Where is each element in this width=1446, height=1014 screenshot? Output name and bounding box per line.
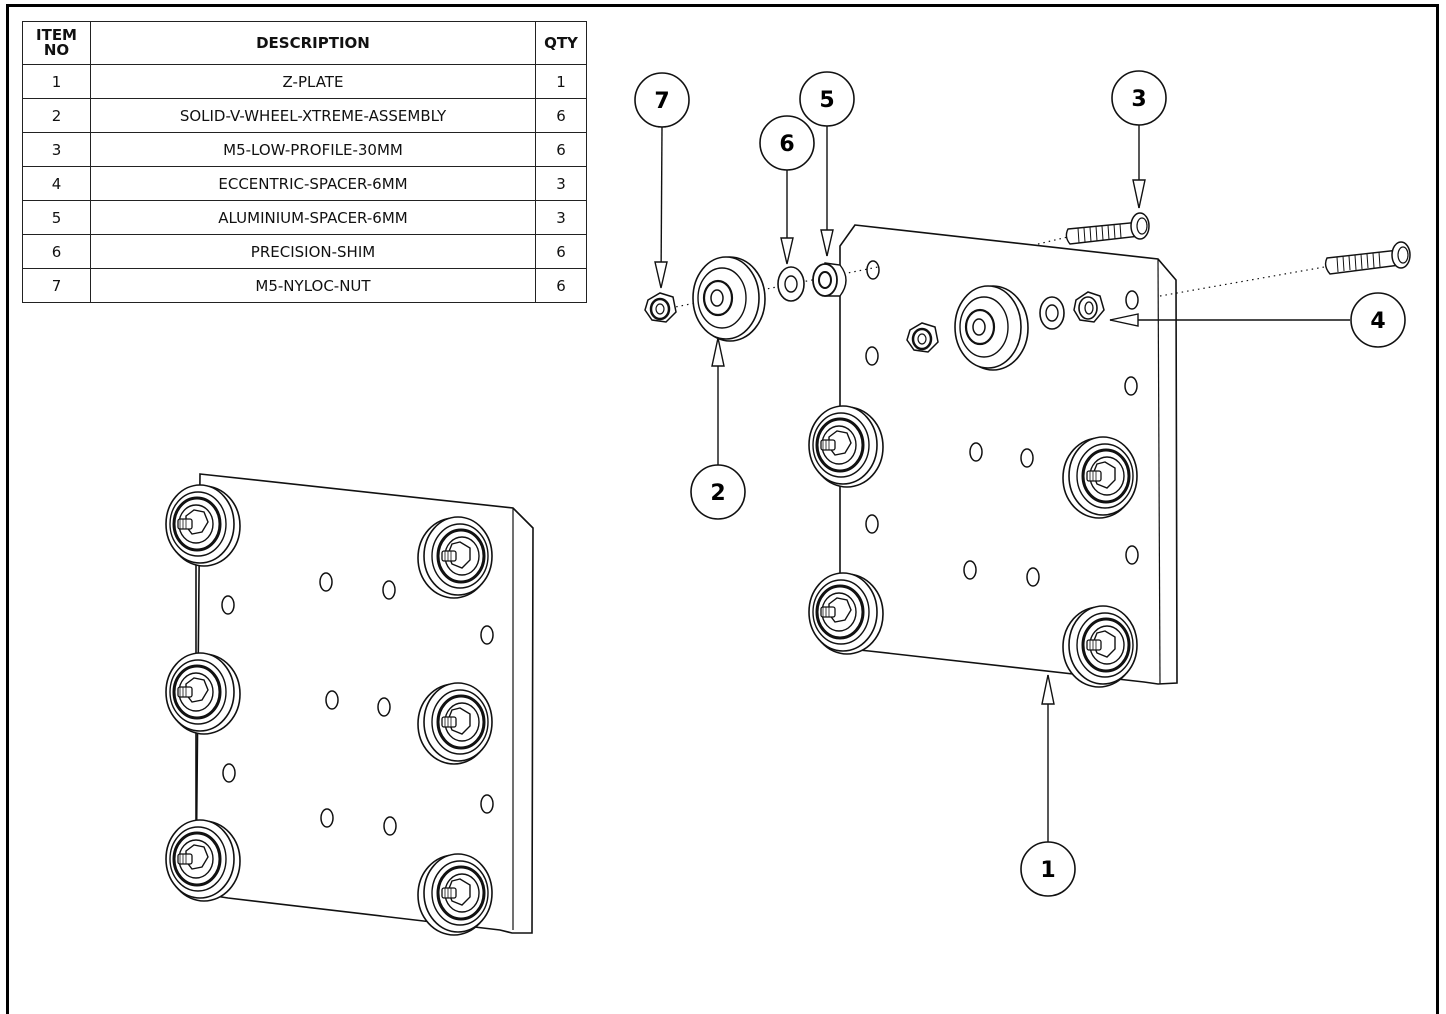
drawing-border [6,4,1439,1014]
leader-arrow-7 [654,261,668,289]
v-wheel-assembly [807,571,885,656]
v-wheel-assembly [807,404,885,489]
plate-hole [325,690,339,710]
plate-hole [382,580,396,600]
callout-balloons: 7 6 5 3 4 2 1 [634,70,1406,897]
m5-low-profile-bolt [1065,212,1150,245]
plate-hole [969,442,983,462]
v-wheel-assembly [1061,604,1139,689]
aluminium-spacer [812,262,847,297]
bom-item-no: 7 [22,268,91,303]
balloon-7: 7 [634,72,690,128]
m5-low-profile-bolt [1324,241,1411,275]
plate-hole [480,625,494,645]
leader-arrow-4 [1109,313,1139,327]
m5-nyloc-nut [644,292,677,323]
balloon-5: 5 [799,71,855,127]
leader-arrow-6 [780,237,794,265]
plate-hole [865,346,879,366]
balloon-3: 3 [1111,70,1167,126]
plate-edge [512,507,534,529]
solid-v-wheel [692,256,766,342]
leader-arrow-5 [820,229,834,257]
plate-edge [1157,258,1161,685]
balloon-label: 1 [1040,858,1055,883]
balloon-4: 4 [1350,292,1406,348]
v-wheel-assembly [1061,435,1139,520]
plate-hole [383,816,397,836]
plate-hole [377,697,391,717]
assembled-view [164,473,534,937]
balloon-6: 6 [759,115,815,171]
plate-hole [319,572,333,592]
bom-item-no: 2 [22,98,91,133]
v-wheel-assembly [416,515,494,600]
balloon-1: 1 [1020,841,1076,897]
bom-description: M5-NYLOC-NUT [90,268,536,303]
plate-hole [866,260,880,280]
precision-shim [1039,296,1065,330]
plate-hole [480,794,494,814]
bom-qty: 3 [535,166,587,201]
leader-arrow-3 [1132,179,1146,209]
exploded-view [644,212,1411,689]
plate-hole [1026,567,1040,587]
plate-hole [1125,290,1139,310]
balloon-2: 2 [690,464,746,520]
bom-item-no: 4 [22,166,91,201]
bom-description: SOLID-V-WHEEL-XTREME-ASSEMBLY [90,98,536,133]
bom-qty: 6 [535,132,587,167]
plate-hole [222,763,236,783]
plate-hole [320,808,334,828]
eccentric-spacer [1073,291,1105,323]
v-wheel-assembly [416,681,494,766]
plate-hole [1020,448,1034,468]
v-wheel-assembly [416,852,494,937]
plate-edge [1157,258,1177,281]
plate-hole [963,560,977,580]
plate-hole [1124,376,1138,396]
bom-header-qty: QTY [535,21,587,65]
z-plate-holes [865,260,1139,587]
plate-hole [1125,545,1139,565]
assembled-holes [221,572,494,836]
balloon-label: 3 [1131,87,1146,112]
plate-hole [221,595,235,615]
leader-arrow-2 [711,337,725,367]
plate-hole [865,514,879,534]
precision-shim [777,266,805,302]
v-wheel-assembly [164,818,242,903]
v-wheel-assembly [164,651,242,736]
balloon-label: 4 [1370,309,1385,334]
leader-lines [654,124,1350,842]
leader-arrow-1 [1041,674,1055,705]
balloon-label: 2 [710,481,725,506]
m5-nyloc-nut [906,322,939,353]
bom-qty: 6 [535,268,587,303]
v-wheel-assembly [164,483,242,568]
bom-header-row: ITEM NO DESCRIPTION QTY [22,21,587,65]
exploded-axis-lines [659,235,1331,311]
bom-header-item-no: ITEM NO [22,21,91,65]
solid-v-wheel [954,285,1029,371]
balloon-label: 7 [654,89,669,114]
balloon-label: 6 [779,132,794,157]
bom-header-description: DESCRIPTION [90,21,536,65]
leader-line-7 [660,126,663,285]
bom-description: M5-LOW-PROFILE-30MM [90,132,536,167]
balloon-label: 5 [819,88,834,113]
